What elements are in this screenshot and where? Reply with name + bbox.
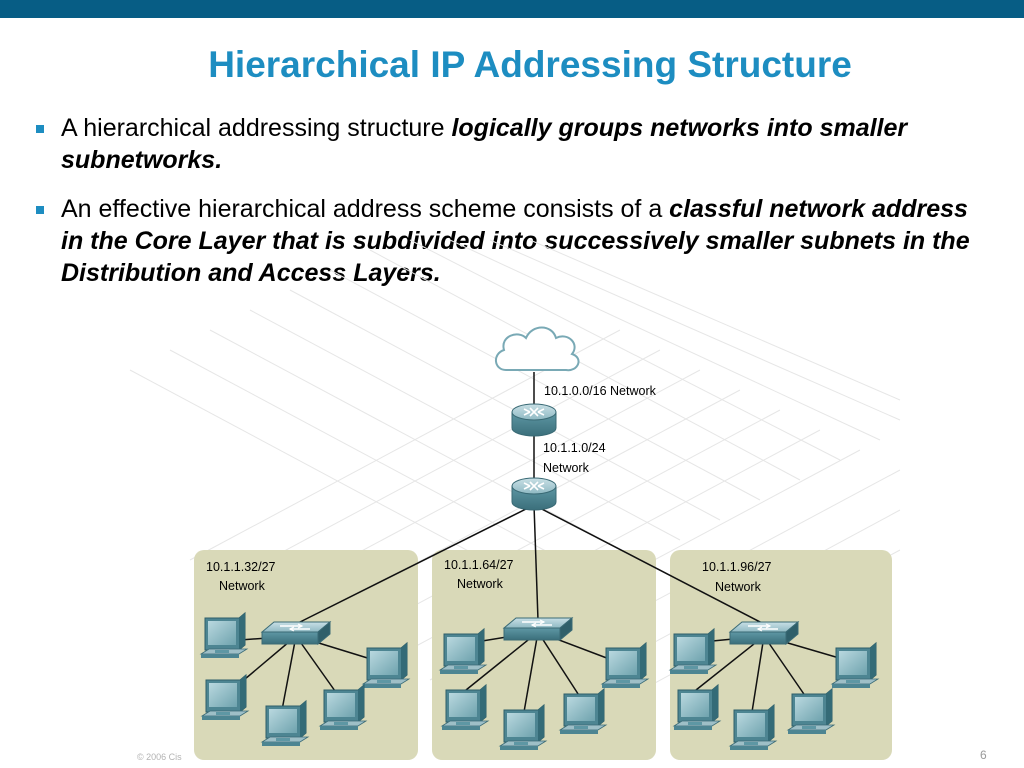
computer-icon xyxy=(200,612,248,659)
cloud-icon xyxy=(495,326,580,372)
computer-icon xyxy=(559,688,607,735)
bullet-square-icon xyxy=(36,125,44,133)
switch-icon xyxy=(503,617,573,641)
computer-icon xyxy=(669,628,717,675)
slide-title: Hierarchical IP Addressing Structure xyxy=(208,44,852,85)
subnet-label: 10.1.1.32/27 xyxy=(206,560,276,574)
computer-icon xyxy=(439,628,487,675)
bullet-emphasis: logically groups networks into smaller s… xyxy=(61,114,908,174)
page-number: 6 xyxy=(980,748,987,762)
distribution-router-icon xyxy=(511,477,557,511)
core-network-label: 10.1.0.0/16 Network xyxy=(544,384,657,398)
bullet-text: An effective hierarchical address scheme… xyxy=(61,195,670,223)
top-banner xyxy=(0,0,1024,18)
subnet-label: 10.1.1.96/27 xyxy=(702,560,772,574)
footer-copyright: © 2006 Cis xyxy=(137,752,182,762)
subnet-label: 10.1.1.64/27 xyxy=(444,558,514,572)
bullet-item: A hierarchical addressing structure logi… xyxy=(36,112,996,176)
switch-icon xyxy=(729,621,799,645)
computer-icon xyxy=(673,684,721,731)
computer-icon xyxy=(729,704,777,751)
subnet-label: Network xyxy=(715,580,762,594)
computer-icon xyxy=(601,642,649,689)
distribution-network-label: Network xyxy=(543,461,590,475)
bullet-list: A hierarchical addressing structure logi… xyxy=(36,112,996,306)
subnet-label: Network xyxy=(219,579,266,593)
subnet-label: Network xyxy=(457,577,504,591)
bullet-square-icon xyxy=(36,206,44,214)
computer-icon xyxy=(831,642,879,689)
core-router-icon xyxy=(511,403,557,437)
bullet-item: An effective hierarchical address scheme… xyxy=(36,193,996,289)
switch-icon xyxy=(261,621,331,645)
bullet-emphasis: classful network address in the Core Lay… xyxy=(61,195,970,287)
computer-icon xyxy=(441,684,489,731)
subnet-area-3 xyxy=(670,550,892,760)
computer-icon xyxy=(787,688,835,735)
network-links xyxy=(231,372,847,713)
computer-icon xyxy=(319,684,367,731)
computer-icon xyxy=(362,642,410,689)
computer-icon xyxy=(201,674,249,721)
computer-icon xyxy=(261,700,309,747)
bullet-text: A hierarchical addressing structure xyxy=(61,114,452,142)
distribution-network-label: 10.1.1.0/24 xyxy=(543,441,606,455)
computer-icon xyxy=(499,704,547,751)
